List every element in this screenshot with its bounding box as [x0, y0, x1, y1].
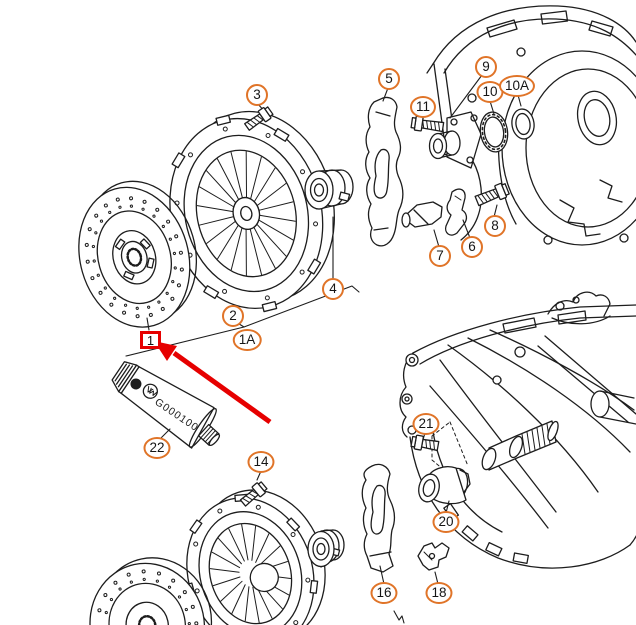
callout-14[interactable]: 14: [247, 451, 275, 473]
linkage-cluster: [547, 291, 611, 325]
vw-logo-icon: [142, 383, 158, 399]
callout-21[interactable]: 21: [412, 413, 440, 435]
callout-16[interactable]: 16: [370, 582, 398, 604]
callout-8[interactable]: 8: [484, 215, 506, 237]
callout-1A[interactable]: 1A: [232, 329, 262, 351]
callout-4[interactable]: 4: [322, 278, 344, 300]
pressure-plate-upper: [167, 110, 335, 313]
release-lever-lower: [361, 463, 396, 573]
pin-8: [474, 182, 510, 207]
bolt-21: [410, 434, 440, 452]
bolt-3: [244, 106, 274, 131]
highlight-box-part-1[interactable]: 1: [140, 331, 161, 349]
callout-6[interactable]: 6: [461, 236, 483, 258]
callout-22[interactable]: 22: [143, 437, 171, 459]
shim-ring: [479, 111, 509, 153]
bolt-14: [239, 481, 268, 507]
release-bearing-lower: [307, 529, 345, 568]
bolt-11: [410, 115, 445, 133]
callout-10A[interactable]: 10A: [498, 75, 536, 97]
callout-11[interactable]: 11: [409, 96, 437, 118]
input-shaft: [481, 420, 559, 471]
grease-tube: G000100: [111, 361, 221, 449]
callout-3[interactable]: 3: [246, 84, 268, 106]
leader-lines: [125, 74, 522, 624]
callout-20[interactable]: 20: [432, 511, 460, 533]
callout-5[interactable]: 5: [378, 68, 400, 90]
seal-ring: [511, 108, 535, 140]
clutch-disc-upper: [78, 180, 198, 328]
callout-7[interactable]: 7: [429, 245, 451, 267]
release-lever-upper: [365, 96, 404, 247]
retaining-spring: [444, 188, 468, 236]
guide-flange: [428, 111, 482, 169]
callout-9[interactable]: 9: [475, 56, 497, 78]
callout-18[interactable]: 18: [425, 582, 453, 604]
pivot-bracket: [401, 201, 443, 228]
release-bearing-upper: [304, 169, 354, 210]
tube-nozzle: [197, 423, 221, 447]
pressure-plate-lower: [185, 489, 326, 625]
cap-seal-dot: [130, 378, 142, 390]
retaining-clip: [417, 542, 450, 571]
clutch-disc-lower: [89, 557, 213, 625]
callout-2[interactable]: 2: [222, 305, 244, 327]
guide-sleeve: [418, 421, 471, 505]
